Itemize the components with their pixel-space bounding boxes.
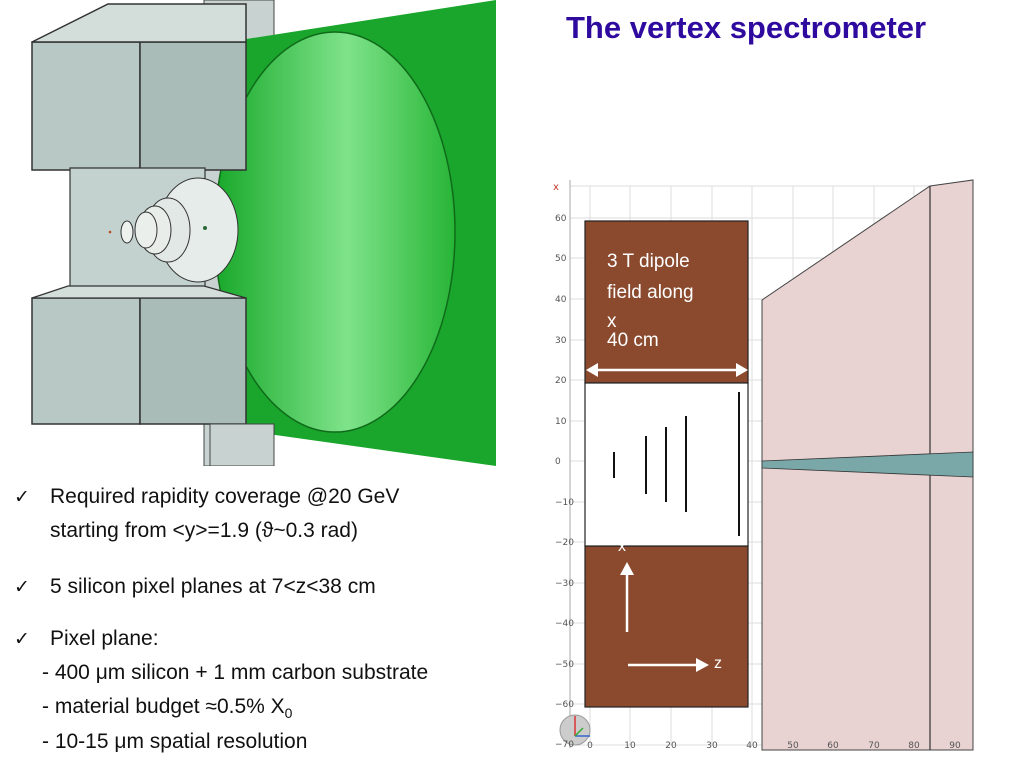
field-annotation-line1: 3 T dipole bbox=[607, 251, 690, 272]
x-tick: 40 bbox=[746, 741, 758, 751]
sub-item-silicon-text: - 400 μm silicon + 1 mm carbon substrate bbox=[42, 661, 429, 684]
vertex-3d-render bbox=[0, 0, 496, 466]
magnet-lower bbox=[584, 545, 749, 708]
x-tick: 70 bbox=[868, 741, 880, 751]
cross-section-plot: x 60 50 40 30 20 10 0 −10 −20 −30 −40 −5… bbox=[553, 179, 974, 751]
y-tick: 60 bbox=[555, 214, 567, 224]
check-icon: ✓ bbox=[14, 486, 30, 508]
y-tick: 20 bbox=[555, 376, 567, 386]
field-annotation-line3: x bbox=[607, 311, 617, 332]
y-tick-labels: 60 50 40 30 20 10 0 −10 −20 −30 −40 −50 … bbox=[555, 214, 574, 750]
corner-axis-label: x bbox=[553, 182, 559, 193]
y-tick: −40 bbox=[555, 619, 574, 629]
sub-item-budget: - material budget ≈0.5% X0 bbox=[42, 690, 292, 730]
x-tick: 80 bbox=[908, 741, 920, 751]
bullet-planes-text: 5 silicon pixel planes at 7<z<38 cm bbox=[50, 575, 376, 598]
pixel-planes bbox=[613, 392, 740, 536]
x-tick: 50 bbox=[787, 741, 799, 751]
field-annotation-line2: field along bbox=[607, 282, 694, 303]
bullet-planes: ✓ 5 silicon pixel planes at 7<z<38 cm bbox=[14, 570, 524, 604]
y-tick: −10 bbox=[555, 498, 574, 508]
y-tick: −70 bbox=[555, 740, 574, 750]
x-tick: 20 bbox=[665, 741, 677, 751]
magnet-upper bbox=[584, 220, 749, 384]
green-disk bbox=[214, 31, 456, 433]
y-tick: −60 bbox=[555, 700, 574, 710]
bullet-pixel-plane-text: Pixel plane: bbox=[50, 627, 159, 650]
x-tick: 90 bbox=[949, 741, 961, 751]
y-tick: −50 bbox=[555, 660, 574, 670]
sub-item-budget-text: - material budget ≈0.5% X bbox=[42, 695, 285, 718]
bullet-coverage-line2: starting from <y>=1.9 (ϑ~0.3 rad) bbox=[50, 519, 358, 542]
check-icon: ✓ bbox=[14, 576, 30, 598]
bullet-coverage: ✓ Required rapidity coverage @20 GeV sta… bbox=[14, 480, 524, 548]
y-tick: 50 bbox=[555, 254, 567, 264]
sub-item-silicon: - 400 μm silicon + 1 mm carbon substrate bbox=[42, 656, 428, 690]
axis-x-label: x bbox=[618, 538, 626, 555]
x-tick-labels: 0 10 20 30 40 50 60 70 80 90 bbox=[587, 741, 961, 751]
y-tick: −30 bbox=[555, 579, 574, 589]
beam-pipe bbox=[761, 451, 974, 478]
length-annotation: 40 cm bbox=[607, 330, 659, 351]
x-tick: 30 bbox=[706, 741, 718, 751]
x-tick: 0 bbox=[587, 741, 593, 751]
x-tick: 10 bbox=[624, 741, 636, 751]
sub-item-resolution-text: - 10-15 μm spatial resolution bbox=[42, 730, 308, 753]
y-tick: 10 bbox=[555, 417, 567, 427]
axis-arrows bbox=[620, 562, 709, 672]
bullet-pixel-plane: ✓ Pixel plane: bbox=[14, 622, 524, 656]
sub-item-resolution: - 10-15 μm spatial resolution bbox=[42, 725, 307, 759]
y-tick: 40 bbox=[555, 295, 567, 305]
sub-item-budget-subscript: 0 bbox=[284, 705, 293, 722]
x-tick: 60 bbox=[827, 741, 839, 751]
axis-z-label: z bbox=[714, 655, 722, 672]
y-tick: 0 bbox=[555, 457, 561, 467]
check-icon: ✓ bbox=[14, 628, 30, 650]
slide-title: The vertex spectrometer bbox=[566, 10, 927, 45]
length-arrow bbox=[586, 363, 748, 377]
y-tick: 30 bbox=[555, 336, 567, 346]
y-tick: −20 bbox=[555, 538, 574, 548]
bullet-coverage-line1: Required rapidity coverage @20 GeV bbox=[50, 485, 400, 508]
